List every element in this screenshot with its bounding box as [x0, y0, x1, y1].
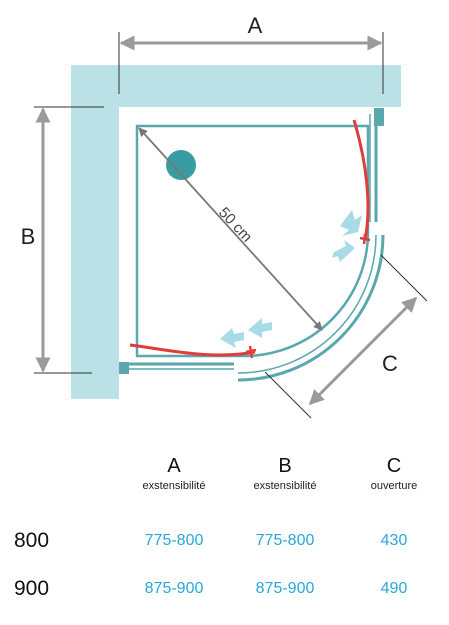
dimension-c-ext-right [380, 254, 428, 302]
row-800-b-value: 775-800 [255, 532, 315, 549]
column-c-subtitle: ouverture [370, 480, 418, 492]
row-800-c-value: 430 [380, 532, 408, 549]
bottom-sliding-door [129, 343, 256, 357]
left-wall-profile [119, 362, 129, 374]
right-sliding-door [352, 119, 370, 241]
row-900-c-value: 490 [380, 580, 408, 597]
table-row-900: 900 875-900 875-900 490 [0, 565, 449, 613]
column-b-subtitle: exstensibilité [253, 480, 317, 492]
diagonal-label: 50 cm [215, 204, 255, 245]
column-b-letter: B [278, 455, 292, 477]
table-row-800: 800 775-800 775-800 430 [0, 517, 449, 565]
right-door-handle [359, 233, 371, 245]
left-wall [71, 65, 119, 399]
dimension-table: A exstensibilité B exstensibilité C ouve… [0, 455, 449, 613]
column-c-header: C ouverture [339, 455, 449, 517]
table-corner [0, 455, 117, 517]
dimension-a-label: A [248, 13, 263, 38]
row-900-label: 900 [14, 577, 50, 600]
column-a-subtitle: exstensibilité [142, 480, 206, 492]
dimension-c-label: C [382, 351, 398, 376]
enclosure-frame-inner-curve [237, 234, 377, 374]
row-800-label: 800 [14, 529, 50, 552]
shower-enclosure-diagram: 50 cm A B C [21, 13, 428, 419]
dimension-c-line [308, 296, 418, 406]
column-a-letter: A [167, 455, 181, 477]
bottom-opening-arrows [220, 318, 272, 348]
enclosure-frame-curve [237, 234, 385, 382]
column-b-header: B exstensibilité [231, 455, 339, 517]
column-a-header: A exstensibilité [117, 455, 231, 517]
right-opening-arrows [332, 210, 362, 262]
row-900-b-value: 875-900 [255, 580, 315, 597]
dimension-b-label: B [21, 224, 36, 249]
top-wall [71, 65, 401, 107]
column-c-letter: C [386, 455, 402, 477]
dimension-c-ext-bottom [264, 371, 312, 419]
right-wall-profile [374, 108, 384, 126]
row-900-a-value: 875-900 [144, 580, 204, 597]
table-header-row: A exstensibilité B exstensibilité C ouve… [0, 455, 449, 517]
bottom-door-handle [245, 345, 257, 359]
row-800-a-value: 775-800 [144, 532, 204, 549]
diagonal-dimension-line [138, 127, 323, 331]
